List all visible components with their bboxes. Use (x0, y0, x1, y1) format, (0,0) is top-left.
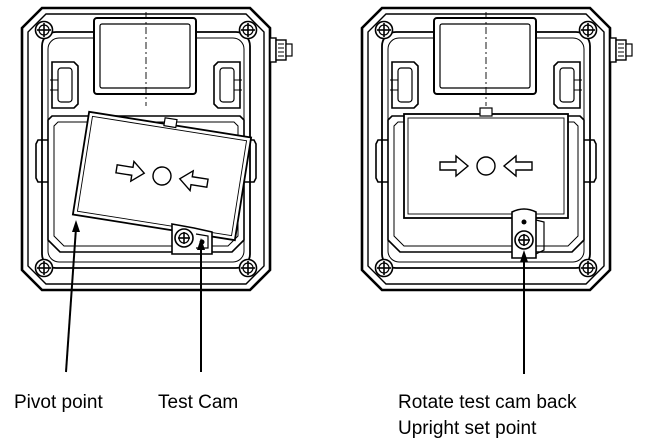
test-cam-right (511, 208, 545, 259)
pivot-point-leader (65, 220, 80, 373)
upright-test-panel (403, 107, 569, 219)
tilted-test-panel (71, 110, 253, 242)
housing-right-view (362, 8, 632, 290)
rotate-test-cam-leader (520, 250, 528, 374)
pivot-point-label: Pivot point (14, 392, 103, 413)
test-cam-label: Test Cam (158, 392, 239, 413)
upright-set-point-label: Upright set point (398, 418, 537, 439)
test-cam-leader (197, 238, 205, 372)
rotate-test-cam-back-label: Rotate test cam back (398, 392, 577, 413)
housing-left-view (22, 8, 292, 290)
